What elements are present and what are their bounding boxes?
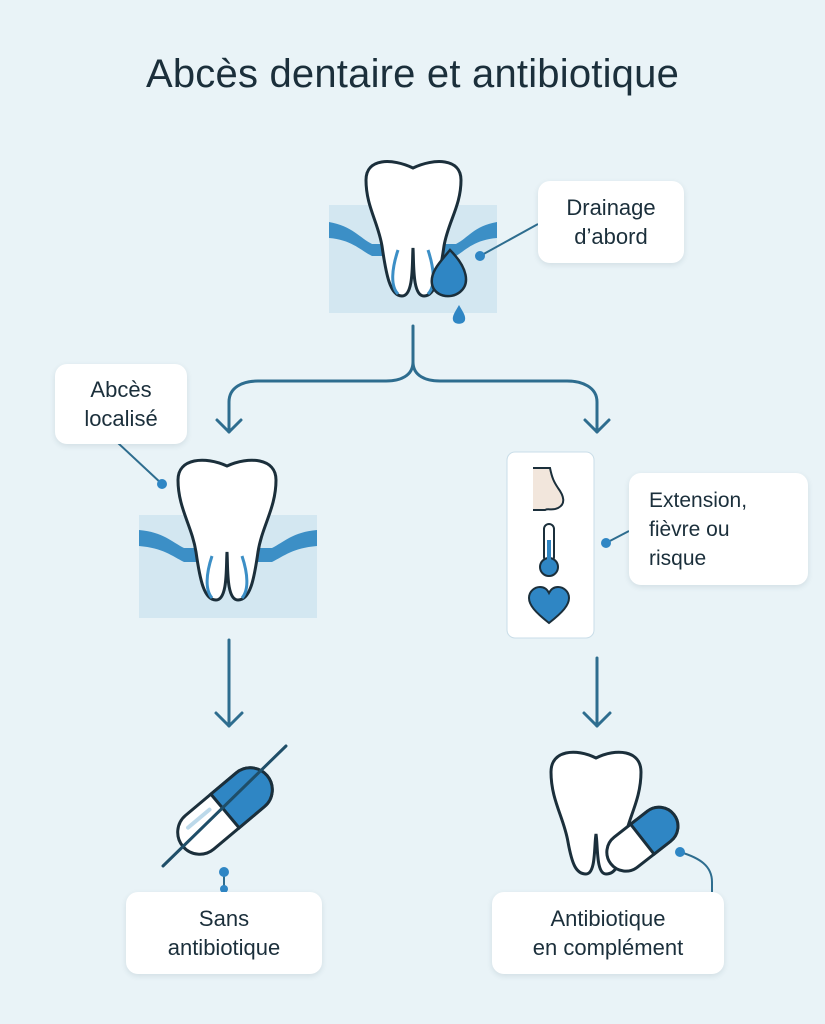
localized-tooth-illustration [139, 458, 317, 618]
tooth-capsule-illustration [549, 750, 680, 876]
symptoms-panel [506, 451, 595, 639]
extension-label-line3: risque [649, 546, 707, 570]
no-antibiotic-label-line1: Sans [198, 906, 250, 931]
complement-label-line1: Antibiotique [550, 906, 666, 931]
right-down-arrowhead [582, 711, 612, 728]
tooth-icon-localized [176, 458, 278, 602]
tooth-root-shade-left [205, 555, 214, 599]
down-arrows [214, 638, 612, 728]
no-antibiotic-connector-dot [219, 867, 229, 877]
thermometer-icon [539, 523, 559, 577]
tooth-root-shade-left-2 [240, 555, 249, 599]
no-antibiotic-label: Sans antibiotique [126, 892, 322, 974]
extension-label-line1: Extension, [649, 488, 748, 512]
heart-icon [527, 585, 571, 625]
tooth-drainage-illustration [329, 160, 497, 324]
extension-connector-dot [601, 538, 611, 548]
gum-line-left [139, 530, 317, 562]
complement-connector [679, 851, 713, 892]
drip-drop-icon [452, 305, 466, 324]
tooth-root-shade [391, 249, 400, 296]
localized-label-line1: Abcès [90, 377, 152, 402]
localized-connector [117, 442, 163, 485]
capsule-icon [176, 766, 274, 856]
diagram-title: Abcès dentaire et antibiotique [145, 52, 680, 96]
drainage-label-line1: Drainage [566, 195, 656, 220]
gum-line [329, 222, 497, 256]
right-branch-arrowhead [583, 418, 611, 434]
drainage-label: Drainage d’abord [538, 181, 684, 263]
pus-drop-icon [430, 248, 468, 298]
left-branch-line [227, 324, 415, 434]
localized-abscess-label: Abcès localisé [55, 364, 187, 444]
left-down-arrowhead [214, 711, 244, 728]
extension-label: Extension, fièvre ou risque [629, 473, 808, 585]
complement-label-line2: en complément [532, 935, 684, 960]
no-antibiotic-label-line2: antibiotique [167, 935, 281, 960]
drainage-connector [479, 223, 539, 257]
drainage-label-line2: d’abord [574, 224, 648, 249]
tooth-icon [364, 160, 463, 298]
localized-label-line2: localisé [84, 406, 158, 431]
extension-label-line2: fièvre ou [649, 517, 730, 541]
localized-connector-dot [157, 479, 167, 489]
antibiotic-complement-label: Antibiotique en complément [492, 892, 724, 974]
strike-line [161, 744, 288, 868]
branch-arrows [215, 324, 611, 434]
left-branch-arrowhead [215, 418, 243, 434]
neck-swelling-icon [533, 467, 565, 511]
complement-connector-dot [675, 847, 685, 857]
no-antibiotic-connector-dot-2 [220, 885, 228, 893]
capsule-icon-complement [605, 805, 680, 873]
right-branch-line [411, 360, 599, 434]
drainage-connector-dot [475, 251, 485, 261]
crossed-capsule-illustration [161, 744, 288, 868]
